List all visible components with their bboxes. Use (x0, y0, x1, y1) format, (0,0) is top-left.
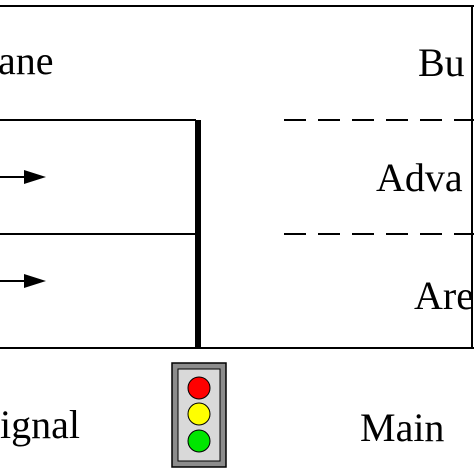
traffic-light (171, 362, 227, 468)
lane-arrow-lower (0, 274, 46, 288)
lane-arrow-upper (0, 170, 46, 184)
yellow-light-icon (187, 402, 211, 426)
red-light-icon (187, 376, 211, 400)
label-bus: Bu (418, 40, 465, 85)
label-main: Main (360, 405, 444, 450)
label-advance: Adva (376, 155, 463, 200)
green-light-icon (187, 429, 211, 453)
label-area: Are (414, 273, 474, 318)
label-signal: ignal (0, 402, 80, 447)
label-lane: ane (0, 38, 54, 83)
